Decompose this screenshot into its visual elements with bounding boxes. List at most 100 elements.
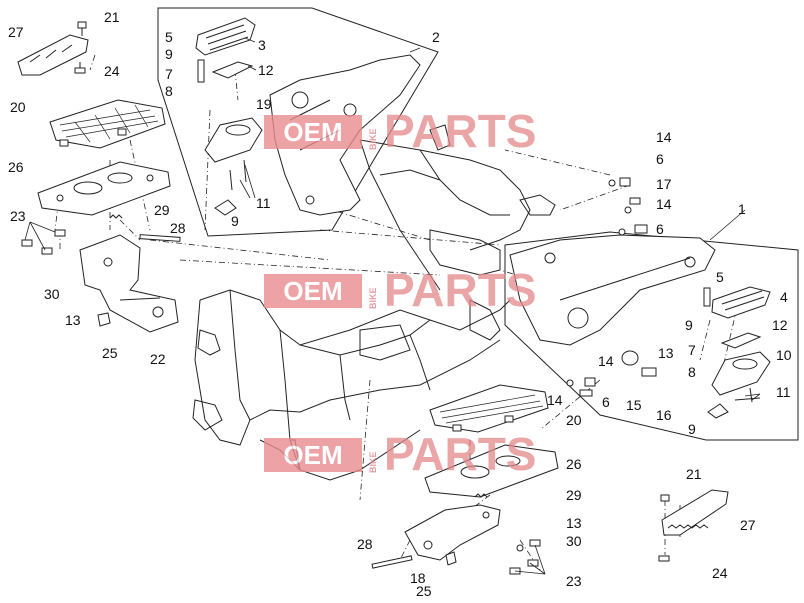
callout-9-b: 9: [231, 213, 239, 229]
part-11-screws-right: [734, 387, 761, 403]
callout-24: 24: [104, 63, 120, 79]
part-3-footpeg-pad: [195, 17, 256, 56]
callout-14-b: 14: [656, 196, 672, 212]
callout-13-a: 13: [65, 312, 81, 328]
part-27-cover: [17, 34, 89, 76]
part-18-bracket: [404, 504, 501, 561]
callout-23-bottom: 23: [566, 573, 582, 589]
callout-29: 29: [154, 202, 170, 218]
part-10-footpeg: [711, 351, 771, 396]
callout-17: 17: [656, 176, 672, 192]
callout-29-bottom: 29: [566, 487, 582, 503]
callout-30: 30: [44, 286, 60, 302]
callout-5: 5: [165, 29, 173, 45]
callout-6-a: 6: [656, 151, 664, 167]
callout-2: 2: [432, 29, 440, 45]
part-5-pin: [197, 59, 205, 83]
part-20-floorboard-bottom: [429, 384, 549, 433]
part-26-plate-bottom: [424, 444, 559, 498]
part-5-pin-right: [703, 287, 711, 307]
callout-20: 20: [10, 99, 26, 115]
callout-27-right: 27: [740, 517, 756, 533]
callout-13-c: 13: [566, 515, 582, 531]
callout-5-right: 5: [716, 269, 724, 285]
callout-24-right: 24: [712, 565, 728, 581]
part-21-screw-right: [660, 494, 670, 502]
part-12-bracket: [211, 61, 254, 79]
callout-8-right: 8: [688, 364, 696, 380]
part-27-cover-right: [661, 489, 729, 536]
callout-7-right: 7: [688, 342, 696, 358]
callout-15: 15: [626, 397, 642, 413]
callout-10: 10: [776, 347, 792, 363]
callout-12: 12: [258, 62, 274, 78]
callout-26: 26: [8, 159, 24, 175]
watermark-oem-3: OEM: [264, 438, 362, 472]
label-leaders: [24, 37, 761, 575]
callout-22: 22: [150, 351, 166, 367]
callout-26-bottom: 26: [566, 456, 582, 472]
watermark-parts-2: PARTS: [384, 264, 537, 316]
part-12-bracket-right: [720, 332, 762, 349]
watermark-parts-3: PARTS: [384, 428, 537, 480]
callout-16: 16: [656, 407, 672, 423]
callout-30-bottom: 30: [566, 533, 582, 549]
part-24-bolt-right: [658, 555, 670, 562]
callout-27: 27: [8, 24, 24, 40]
watermark-bike-3: BIKE: [368, 451, 378, 473]
part-25-nut-bottom: [445, 551, 457, 566]
watermark-bike-2: BIKE: [368, 287, 378, 309]
callout-9-c: 9: [685, 317, 693, 333]
part-24-bolt: [74, 62, 86, 74]
callout-13-b: 13: [658, 345, 674, 361]
callout-14-d: 14: [547, 392, 563, 408]
watermark-oem-1: OEM: [264, 115, 362, 149]
callout-11-right: 11: [776, 384, 791, 400]
part-19-footpeg: [204, 117, 263, 163]
part-21-screw: [77, 21, 87, 36]
callout-12-right: 12: [772, 317, 788, 333]
callout-6-b: 6: [656, 221, 664, 237]
small-parts-right: [566, 177, 657, 397]
part-25-nut: [97, 312, 111, 327]
callout-21: 21: [104, 9, 120, 25]
part-28-pin: [139, 234, 181, 242]
callout-9-d: 9: [688, 421, 696, 437]
callout-20-bottom: 20: [566, 412, 582, 428]
callout-28-bottom: 28: [357, 536, 373, 552]
part-20-floorboard: [49, 99, 166, 149]
callout-11: 11: [256, 195, 271, 211]
frame-box-part-2: [157, 7, 439, 237]
callout-4: 4: [780, 289, 788, 305]
watermark-oem-2: OEM: [264, 274, 362, 308]
watermark-bike-1: BIKE: [368, 128, 378, 150]
callout-8: 8: [165, 83, 173, 99]
callout-7: 7: [165, 66, 173, 82]
watermark-parts-1: PARTS: [384, 105, 537, 157]
frame-box-part-1: [504, 231, 799, 441]
part-29-spring: [109, 214, 123, 219]
callout-25-bottom: 25: [416, 583, 432, 599]
part-1-bracket: [509, 234, 716, 346]
part-23-bolts: [21, 229, 66, 255]
callout-3: 3: [258, 37, 266, 53]
part-23-bolts-bottom: [509, 539, 541, 575]
part-22-bracket: [79, 234, 179, 333]
callout-9-a: 9: [165, 46, 173, 62]
callout-18: 18: [410, 570, 426, 586]
part-11-screws: [229, 159, 247, 191]
part-28-pin-bottom: [371, 555, 413, 569]
callout-1: 1: [738, 201, 746, 217]
callout-14-a: 14: [656, 129, 672, 145]
callout-28: 28: [170, 220, 186, 236]
callout-25: 25: [102, 345, 118, 361]
part-26-plate: [37, 161, 171, 216]
callout-14-c: 14: [598, 353, 614, 369]
part-29-spring-bottom: [474, 493, 488, 498]
part-9-washer-right: [707, 403, 729, 419]
callout-6-c: 6: [602, 394, 610, 410]
callout-19: 19: [256, 96, 272, 112]
part-9-washer: [214, 199, 237, 216]
part-4-footpeg: [711, 286, 771, 319]
callout-21-right: 21: [686, 466, 702, 482]
